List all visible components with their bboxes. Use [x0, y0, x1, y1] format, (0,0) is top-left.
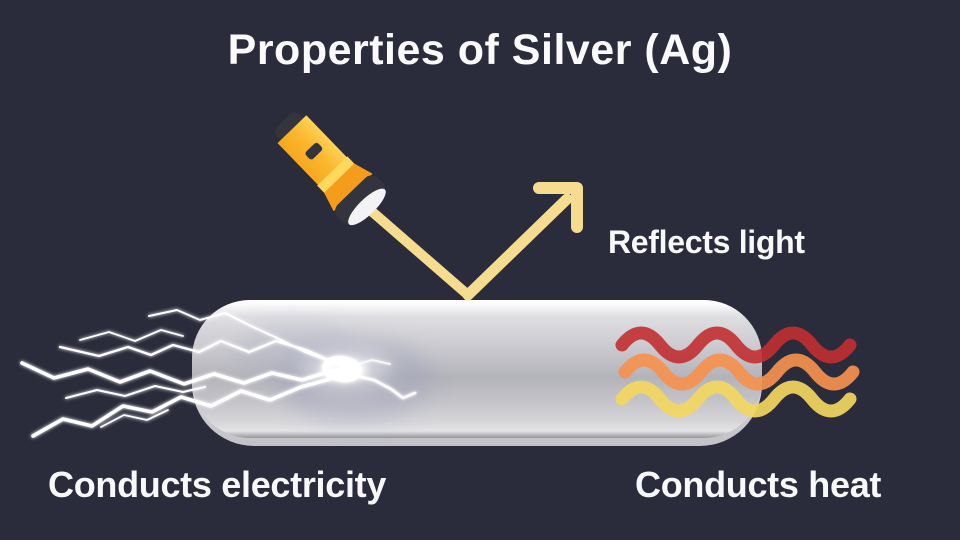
incident-light-ray [364, 204, 473, 300]
lightning-bolt [354, 374, 417, 400]
lightning-bolt [100, 409, 169, 428]
flashlight-lens [348, 188, 386, 226]
lightning-knot [322, 355, 362, 383]
flashlight-tail-cap [274, 112, 305, 142]
reflects-light-label: Reflects light [608, 224, 805, 260]
lightning-bolt [65, 385, 206, 399]
reflected-light-ray [462, 193, 573, 301]
lightning-bolt [58, 339, 350, 370]
heat-waves-icon [615, 326, 860, 418]
flashlight-icon [274, 112, 386, 226]
heat-wave-yellow [615, 380, 857, 418]
lightning-bolt [31, 369, 352, 438]
flashlight-head-ring [335, 175, 385, 225]
lightning-bolt [148, 309, 349, 369]
conducts-heat-label: Conducts heat [635, 464, 882, 505]
lightning-bolt [79, 329, 184, 342]
page-title: Properties of Silver (Ag) [227, 26, 733, 74]
lightning-bolt [20, 361, 352, 386]
lightning-bolt [351, 359, 391, 367]
flashlight-flare [324, 163, 373, 212]
heat-wave-orange [618, 353, 860, 391]
flashlight-button [305, 142, 323, 160]
conducts-electricity-label: Conducts electricity [48, 464, 387, 505]
flashlight-neck-band [317, 156, 356, 195]
lightning-bolts-icon [20, 309, 417, 438]
reflection-arrow-icon [364, 182, 583, 301]
heat-wave-red [615, 326, 857, 364]
